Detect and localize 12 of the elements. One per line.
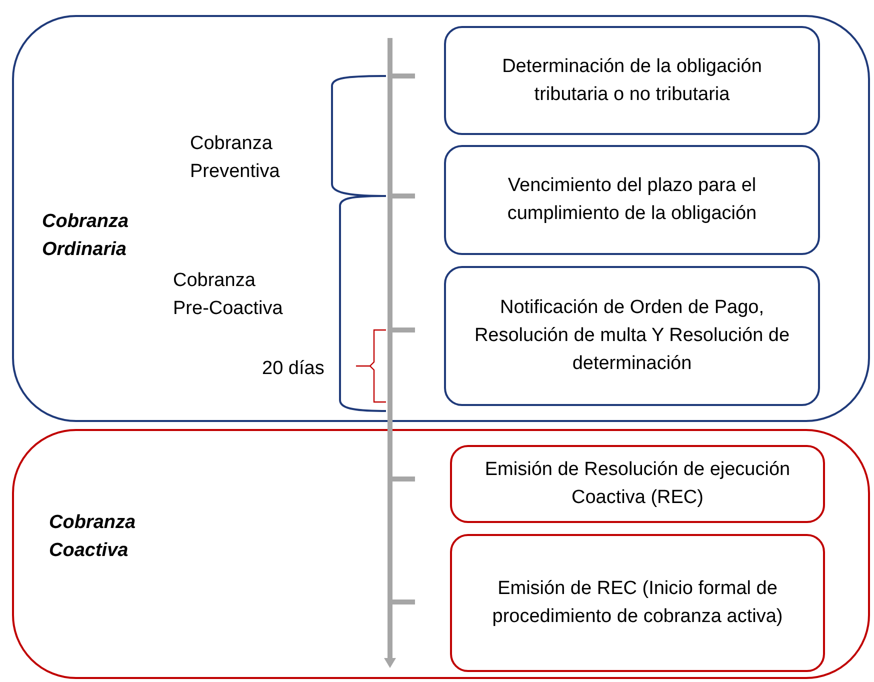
phase-band — [12, 15, 870, 422]
phase-label: 20 días — [262, 357, 326, 381]
step-box: Determinación de la obligación tributaria o no tributaria — [444, 26, 820, 135]
step-box: Notificación de Orden de Pago, Resolución de multa Y Resolución de determinación — [444, 266, 820, 406]
phase-band — [12, 429, 870, 679]
step-box: Vencimiento del plazo para el cumplimiento de la obligación — [444, 145, 820, 255]
phase-heading: Cobranza Coactiva — [49, 511, 137, 563]
step-box: Emisión de REC (Inicio formal de procedimiento de cobranza activa) — [450, 534, 825, 672]
step-box: Emisión de Resolución de ejecución Coactiva (REC) — [450, 445, 825, 523]
phase-heading: Cobranza Ordinaria — [42, 210, 130, 262]
phase-label: Cobranza Preventiva — [190, 132, 281, 184]
phase-label: Cobranza Pre-Coactiva — [173, 269, 284, 321]
